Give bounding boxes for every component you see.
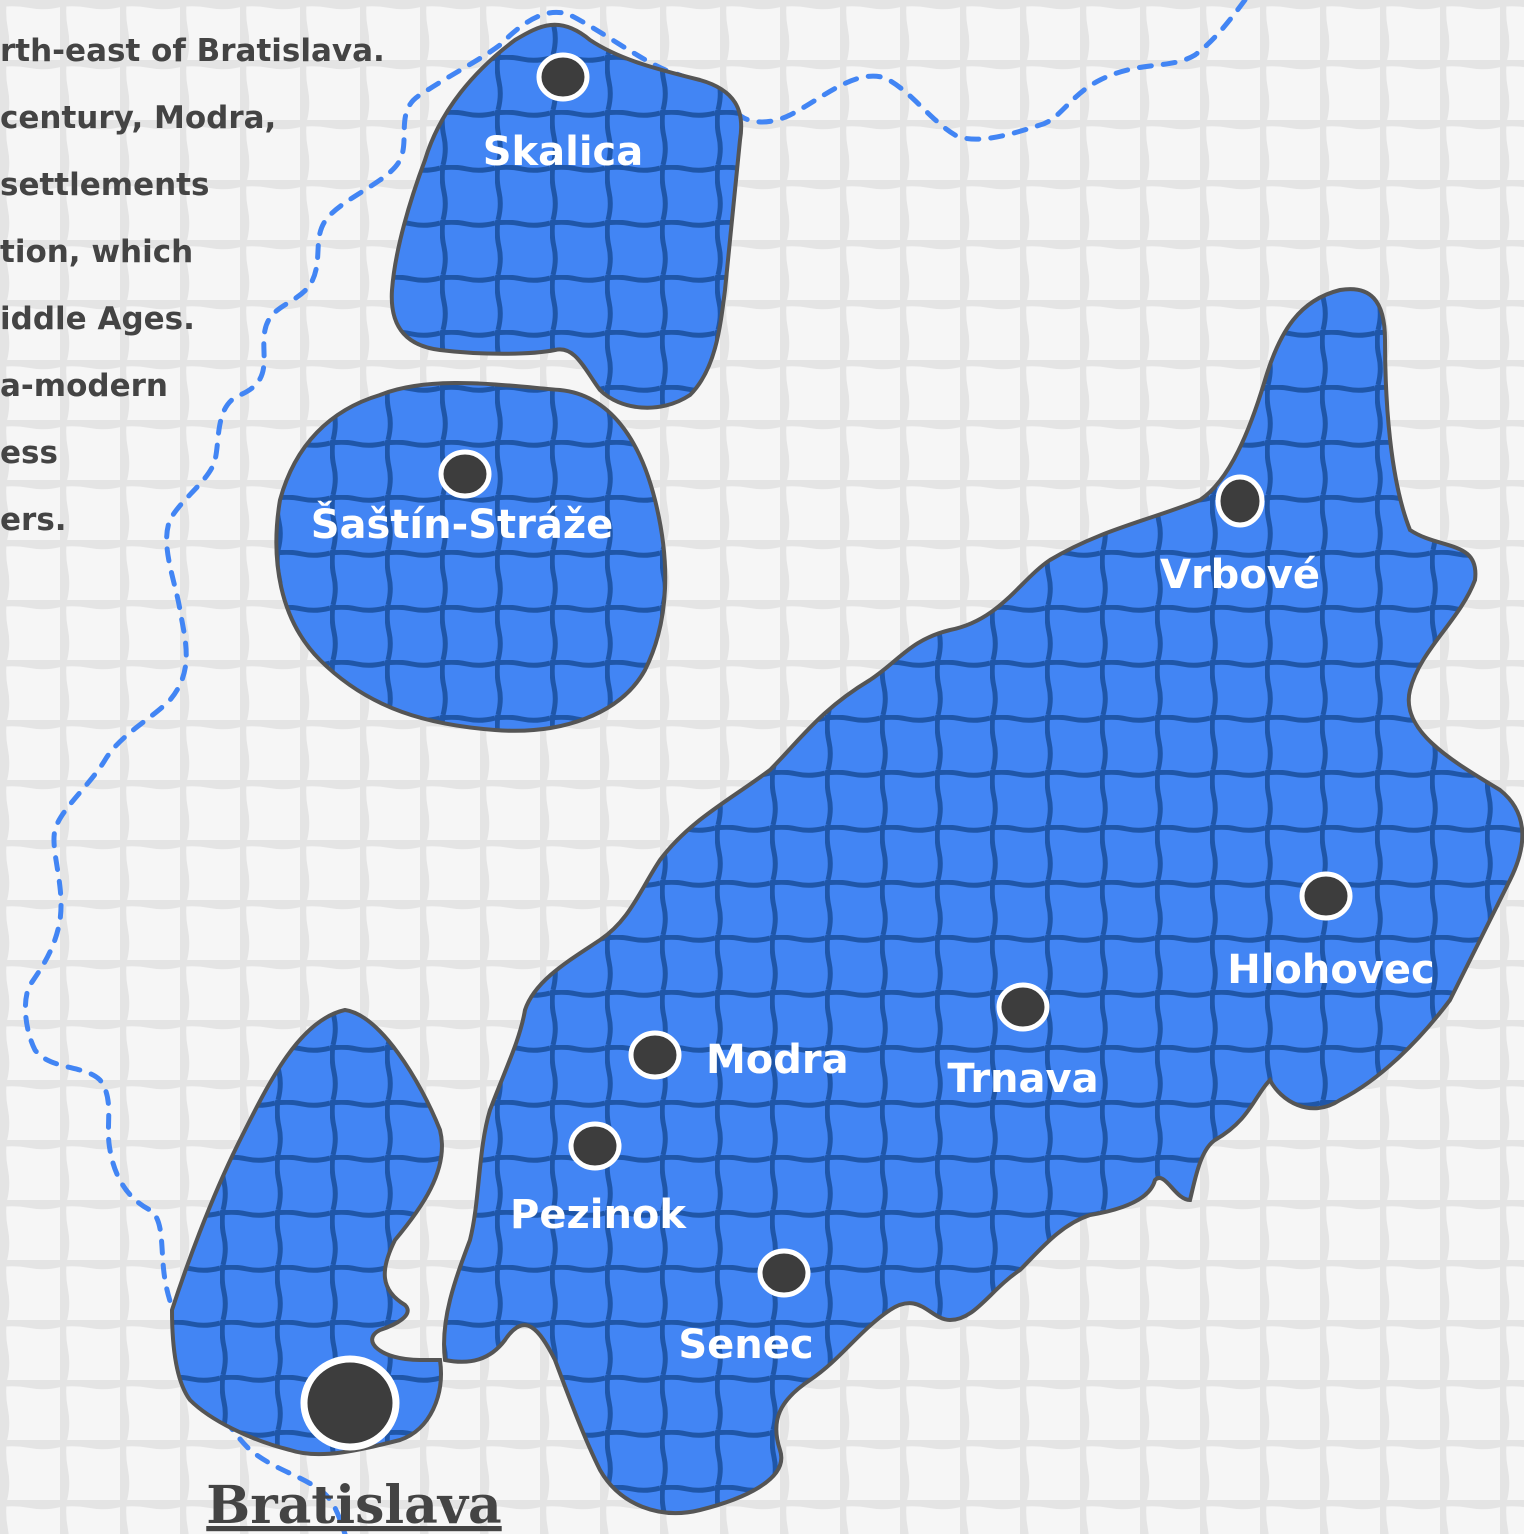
city-marker-pezinok <box>568 1121 622 1171</box>
intro-paragraph: rth-east of Bratislava. century, Modra, … <box>0 18 430 554</box>
city-marker-skalica <box>536 52 590 102</box>
city-label-senec: Senec <box>678 1322 813 1368</box>
intro-line: century, Modra, <box>0 100 277 136</box>
intro-line: settlements <box>0 167 210 203</box>
city-marker-senec <box>757 1248 811 1298</box>
city-label-vrbove: Vrbové <box>1160 552 1320 598</box>
city-label-skalica: Skalica <box>483 129 644 175</box>
city-marker-modra <box>628 1030 682 1080</box>
city-label-modra: Modra <box>706 1037 849 1083</box>
city-label-sastin-straze: Šaštín-Stráže <box>311 500 614 548</box>
city-label-trnava: Trnava <box>947 1056 1098 1102</box>
capital-label-bratislava: Bratislava <box>206 1475 501 1534</box>
city-marker-trnava <box>996 982 1050 1032</box>
city-label-pezinok: Pezinok <box>510 1192 687 1238</box>
intro-line: tion, which <box>0 234 194 270</box>
region-skalica <box>389 22 744 410</box>
intro-line: rth-east of Bratislava. <box>0 33 385 69</box>
city-label-hlohovec: Hlohovec <box>1227 947 1435 993</box>
region-sastin-straze <box>274 381 668 733</box>
city-marker-vrbove <box>1215 474 1265 528</box>
intro-line: a-modern <box>0 368 168 404</box>
intro-line: iddle Ages. <box>0 301 195 337</box>
city-marker-sastin-straze <box>438 449 492 499</box>
city-marker-hlohovec <box>1299 871 1353 921</box>
region-bratislava-west <box>169 1007 444 1457</box>
intro-line: ess <box>0 435 58 471</box>
intro-line: ers. <box>0 502 67 538</box>
city-marker-bratislava <box>300 1355 400 1451</box>
country-border-dashed <box>23 0 1248 1534</box>
region-main <box>442 287 1524 1515</box>
